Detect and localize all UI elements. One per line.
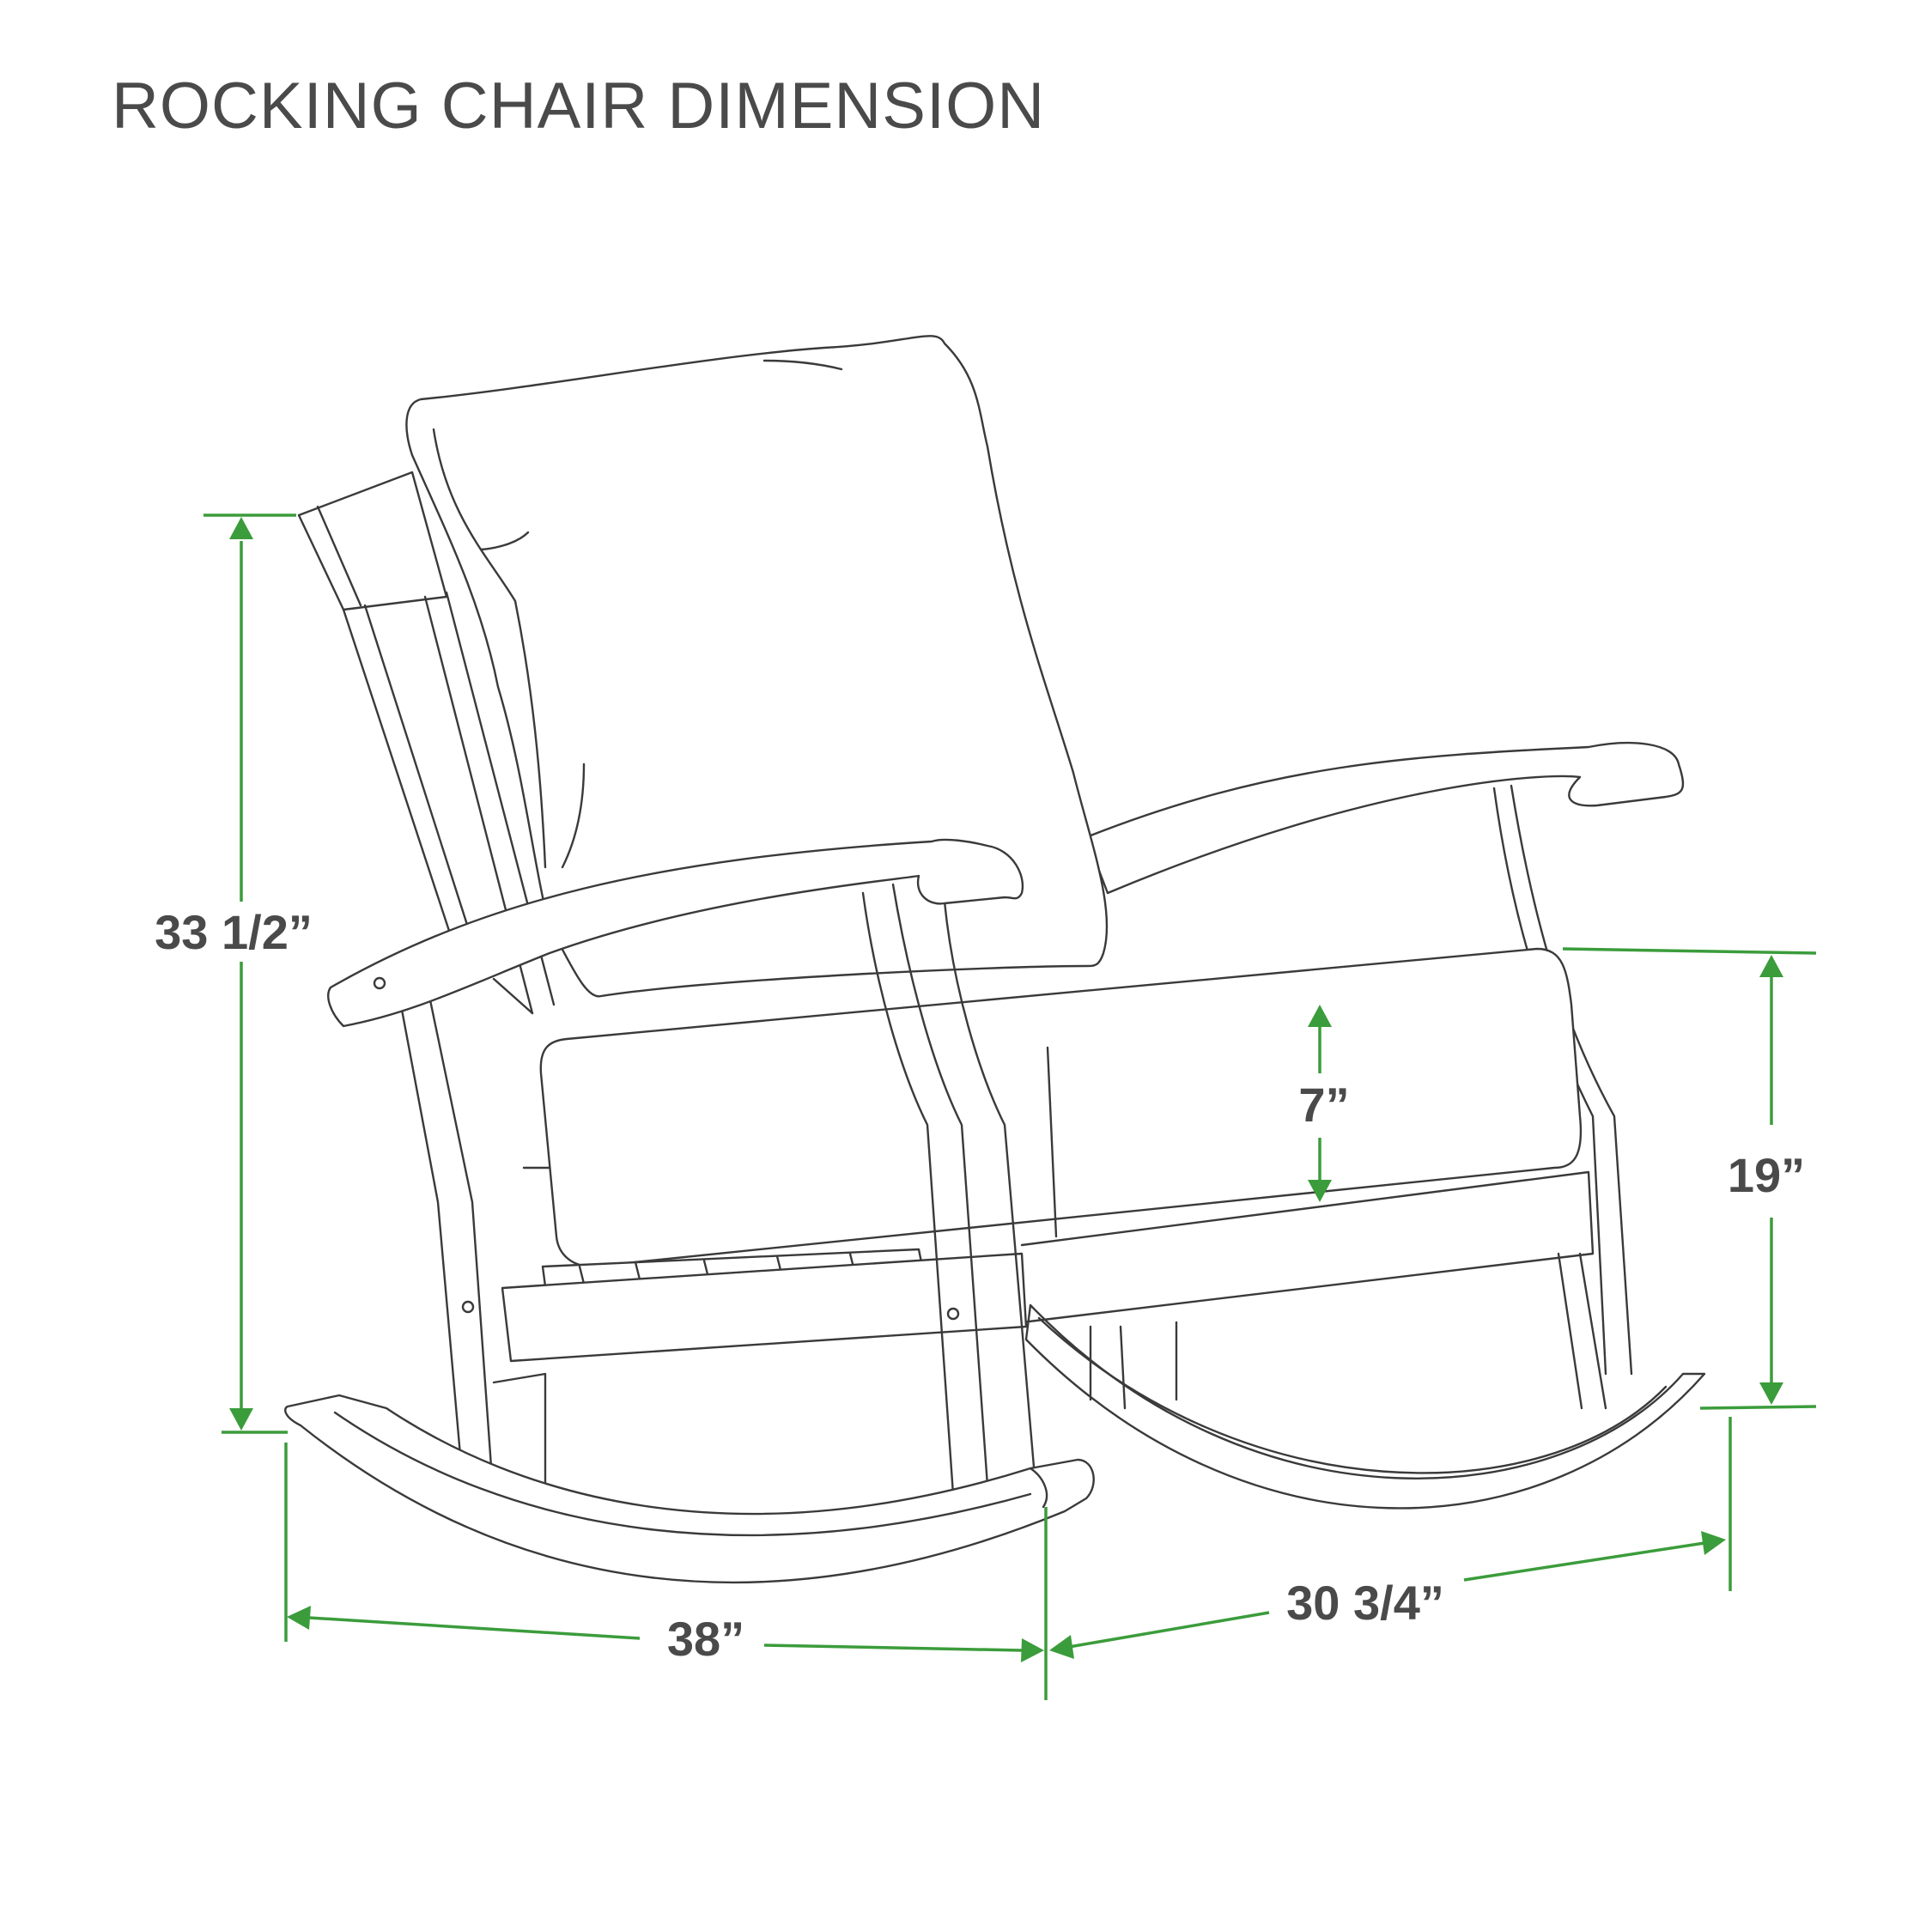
length-dimension: 38” <box>284 1443 1048 1700</box>
left-rocker <box>284 1394 1095 1584</box>
left-back-leg <box>398 994 495 1504</box>
width-label: 30 3/4” <box>1286 1576 1444 1630</box>
seat-height-dimension: 19” <box>1562 947 1817 1410</box>
back-cushion <box>405 335 1109 998</box>
page-title: ROCKING CHAIR DIMENSION <box>112 70 1046 143</box>
length-label: 38” <box>667 1612 744 1666</box>
rocking-chair-illustration <box>284 335 1706 1584</box>
seat-height-label: 19” <box>1728 1148 1805 1202</box>
cushion-thickness-dimension: 7” <box>1298 1005 1350 1202</box>
left-armrest <box>327 838 1024 1028</box>
seat-cushion <box>539 947 1583 1268</box>
seat-slats <box>501 1248 1028 1363</box>
height-dimension: 33 1/2” <box>155 513 313 1434</box>
right-armrest <box>1084 741 1685 895</box>
height-label: 33 1/2” <box>155 905 313 959</box>
cushion-thickness-label: 7” <box>1298 1078 1349 1132</box>
right-rocker <box>1024 1303 1706 1510</box>
width-dimension: 30 3/4” <box>1049 1417 1732 1659</box>
dimension-lines: 33 1/2” 19” 7” 38” <box>155 513 1817 1700</box>
left-front-leg <box>861 891 955 1496</box>
